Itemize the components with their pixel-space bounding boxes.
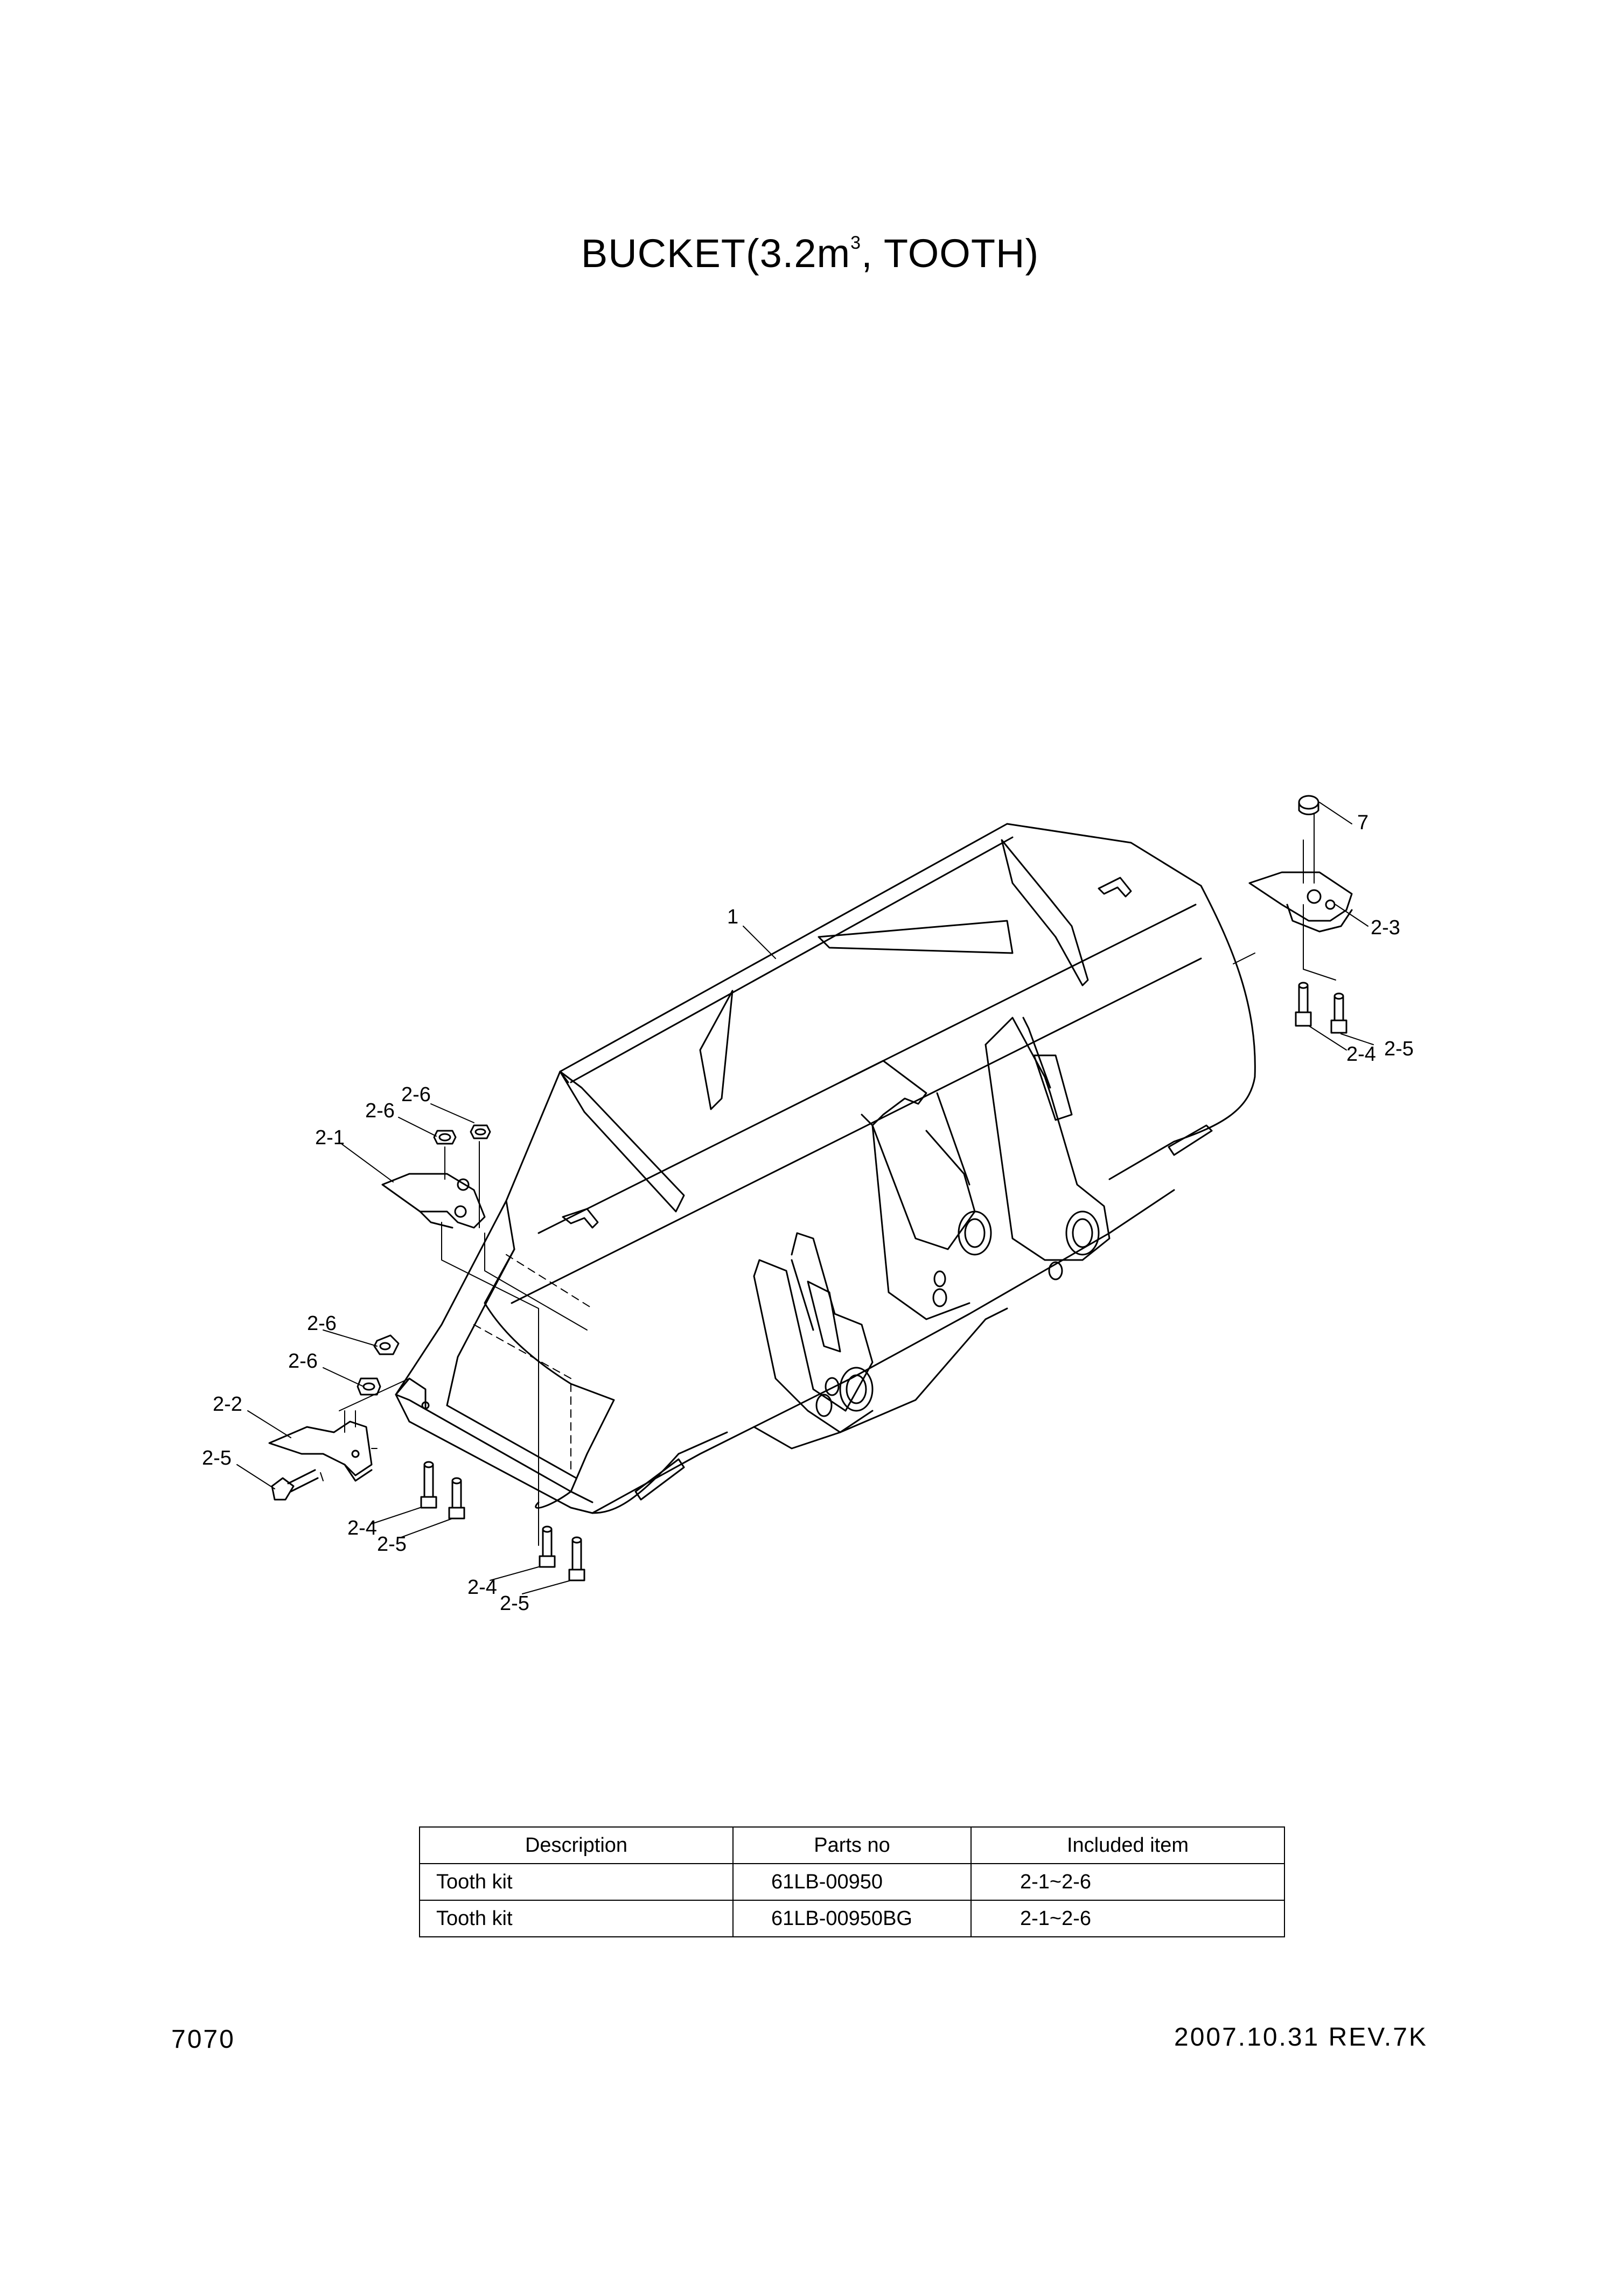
callout-2-6-c: 2-6 bbox=[307, 1312, 337, 1335]
title-superscript: 3 bbox=[850, 233, 862, 254]
callout-2-6-b: 2-6 bbox=[401, 1083, 431, 1106]
cell-description: Tooth kit bbox=[419, 1900, 734, 1937]
cell-parts-no: 61LB-00950BG bbox=[732, 1900, 972, 1937]
header-included-item: Included item bbox=[970, 1826, 1285, 1864]
leader-lines bbox=[236, 802, 1374, 1594]
parts-table: Description Parts no Included item Tooth… bbox=[419, 1826, 1285, 1937]
callout-2-5-lower-a: 2-5 bbox=[377, 1533, 407, 1556]
table-header-row: Description Parts no Included item bbox=[419, 1826, 1285, 1864]
bucket-brackets bbox=[753, 1017, 1111, 1450]
callout-2-6-a: 2-6 bbox=[365, 1100, 395, 1122]
callout-2-3: 2-3 bbox=[1371, 916, 1400, 939]
title-prefix: BUCKET(3.2m bbox=[581, 231, 851, 276]
title-suffix: , TOOTH) bbox=[861, 231, 1039, 276]
callout-2-4-lower-a: 2-4 bbox=[347, 1517, 377, 1539]
callout-2-5-lower-b: 2-5 bbox=[500, 1592, 529, 1615]
cell-included-item: 2-1~2-6 bbox=[970, 1900, 1285, 1937]
header-parts-no: Parts no bbox=[732, 1826, 972, 1864]
cell-included-item: 2-1~2-6 bbox=[970, 1863, 1285, 1901]
callout-labels: 1 7 2-3 2-4 2-5 2-6 2-6 2-1 2-6 2-6 2-2 … bbox=[202, 811, 1414, 1615]
cell-description: Tooth kit bbox=[419, 1863, 734, 1901]
callout-2-5-lower-left: 2-5 bbox=[202, 1447, 232, 1469]
table-row: Tooth kit 61LB-00950BG 2-1~2-6 bbox=[419, 1900, 1285, 1937]
callout-2-1: 2-1 bbox=[315, 1126, 345, 1149]
header-description: Description bbox=[419, 1826, 734, 1864]
callout-2-2: 2-2 bbox=[213, 1393, 242, 1416]
table-row: Tooth kit 61LB-00950 2-1~2-6 bbox=[419, 1863, 1285, 1901]
page-number: 7070 bbox=[171, 2025, 235, 2054]
tooth-assembly-lower-left bbox=[268, 1334, 585, 1581]
callout-2-4-right: 2-4 bbox=[1346, 1043, 1376, 1066]
revision-date: 2007.10.31 REV.7K bbox=[1174, 2023, 1428, 2052]
page-title: BUCKET(3.2m3, TOOTH) bbox=[0, 230, 1620, 276]
callout-2-5-right: 2-5 bbox=[1384, 1038, 1414, 1060]
cell-parts-no: 61LB-00950 bbox=[732, 1863, 972, 1901]
bucket-body bbox=[395, 823, 1256, 1514]
callout-1: 1 bbox=[727, 906, 738, 928]
tooth-assembly-upper-left bbox=[381, 1124, 588, 1546]
tooth-assembly-right bbox=[1233, 795, 1353, 1034]
callout-2-6-d: 2-6 bbox=[288, 1350, 318, 1373]
callout-2-4-lower-b: 2-4 bbox=[467, 1576, 497, 1599]
callout-7: 7 bbox=[1357, 811, 1368, 834]
